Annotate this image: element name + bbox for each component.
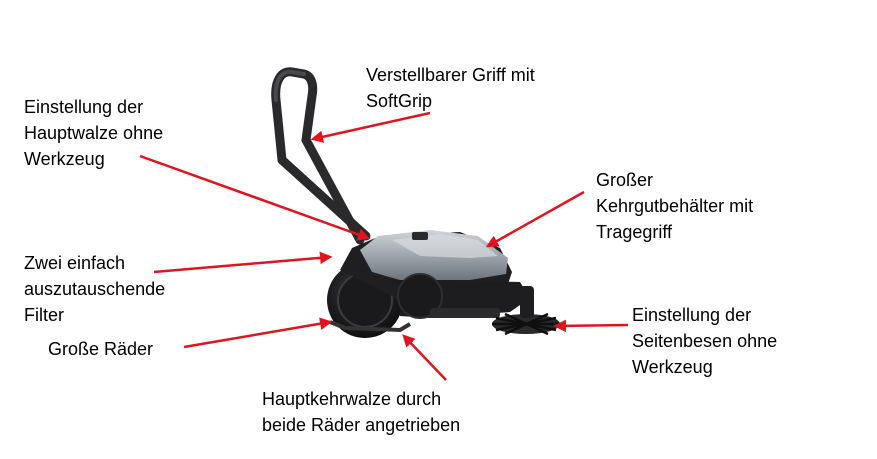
- label-drive-line-2: beide Räder angetrieben: [262, 415, 461, 435]
- label-filters-line-2: auszutauschende: [24, 279, 166, 299]
- label-side-brush-line-2: Seitenbesen ohne: [632, 331, 778, 351]
- arrow-container: [485, 190, 585, 248]
- label-handle-line-1: Verstellbarer Griff mit: [366, 65, 535, 85]
- label-side-brush-line-1: Einstellung der: [632, 305, 752, 325]
- label-main-roller: Einstellung der Hauptwalze ohne Werkzeug: [24, 94, 163, 172]
- label-main-roller-line-2: Hauptwalze ohne: [24, 123, 164, 143]
- arrow-wheels: [183, 317, 333, 349]
- label-container-line-3: Tragegriff: [596, 222, 673, 242]
- label-drive-line-1: Hauptkehrwalze durch: [262, 389, 442, 409]
- label-wheels: Große Räder: [48, 336, 153, 362]
- label-filters-line-3: Filter: [24, 305, 64, 325]
- label-drive: Hauptkehrwalze durch beide Räder angetri…: [262, 386, 460, 438]
- label-side-brush-line-3: Werkzeug: [632, 357, 713, 377]
- label-container: Großer Kehrgutbehälter mit Tragegriff: [596, 167, 753, 245]
- label-container-line-1: Großer: [596, 170, 654, 190]
- arrow-main-roller: [139, 154, 371, 241]
- arrow-filters: [153, 251, 333, 274]
- label-main-roller-line-1: Einstellung der: [24, 97, 144, 117]
- arrow-side-brush: [553, 319, 629, 333]
- label-handle: Verstellbarer Griff mit SoftGrip: [366, 62, 535, 114]
- label-main-roller-line-3: Werkzeug: [24, 149, 105, 169]
- arrow-handle: [310, 111, 431, 143]
- label-wheels-line-1: Große Räder: [48, 339, 154, 359]
- label-handle-line-2: SoftGrip: [366, 91, 433, 111]
- sweeper-body: [329, 230, 530, 333]
- arrows: [139, 111, 629, 381]
- label-filters-line-1: Zwei einfach: [24, 253, 126, 273]
- side-brush: [492, 286, 560, 336]
- arrow-drive: [402, 334, 447, 381]
- label-filters: Zwei einfach auszutauschende Filter: [24, 250, 165, 328]
- handle: [271, 67, 371, 245]
- label-side-brush: Einstellung der Seitenbesen ohne Werkzeu…: [632, 302, 777, 380]
- label-container-line-2: Kehrgutbehälter mit: [596, 196, 754, 216]
